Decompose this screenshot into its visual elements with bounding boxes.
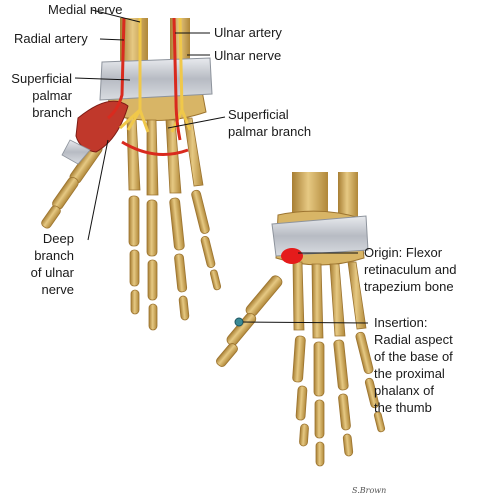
label-superficial-palmar-branch-right: Superficial palmar branch	[228, 106, 311, 140]
illustrator-signature: S.Brown	[352, 486, 387, 495]
label-line: nerve	[41, 282, 74, 297]
label-line: of ulnar	[30, 265, 74, 280]
phalanges	[128, 189, 222, 331]
label-insertion: Insertion: Radial aspect of the base of …	[374, 314, 453, 416]
right-thumb	[216, 275, 283, 367]
flexor-retinaculum	[99, 57, 213, 101]
flexor-retinaculum-right	[271, 215, 369, 257]
label-line: Origin: Flexor	[364, 245, 443, 260]
label-line: the thumb	[374, 400, 432, 415]
metacarpals	[126, 117, 204, 196]
label-superficial-palmar-branch-left: Superficial palmar branch	[4, 70, 72, 121]
origin-marker	[281, 248, 303, 264]
label-line: branch	[32, 105, 72, 120]
label-line: Superficial	[228, 107, 289, 122]
label-line: Deep	[42, 231, 74, 246]
ulna-bone-right	[338, 172, 358, 220]
label-line: phalanx of	[374, 383, 434, 398]
phalanges-right	[292, 331, 386, 467]
label-origin: Origin: Flexor retinaculum and trapezium…	[364, 244, 457, 295]
label-deep-branch-ulnar-nerve: Deep branch of ulnar nerve	[14, 230, 74, 298]
metacarpals-right	[292, 261, 367, 339]
label-line: Insertion:	[374, 315, 428, 330]
label-ulnar-artery: Ulnar artery	[214, 25, 282, 40]
leader-lines	[74, 9, 369, 324]
label-line: Radial aspect	[374, 332, 453, 347]
left-arteries	[107, 17, 189, 156]
label-line: Superficial	[11, 71, 72, 86]
label-ulnar-nerve: Ulnar nerve	[214, 48, 282, 63]
thumb-tendon-sheath	[61, 139, 91, 165]
label-radial-artery: Radial artery	[14, 31, 88, 46]
label-line: of the base of	[374, 349, 453, 364]
label-medial-nerve: Medial nerve	[48, 2, 123, 17]
label-line: the proximal	[374, 366, 445, 381]
label-line: palmar	[32, 88, 72, 103]
label-line: retinaculum and	[364, 262, 457, 277]
right-hand	[216, 172, 386, 467]
left-hand	[41, 17, 222, 331]
left-thumb	[41, 142, 103, 229]
label-line: trapezium bone	[364, 279, 454, 294]
label-line: palmar branch	[228, 124, 312, 139]
label-line: branch	[34, 248, 74, 263]
insertion-marker	[234, 317, 244, 327]
